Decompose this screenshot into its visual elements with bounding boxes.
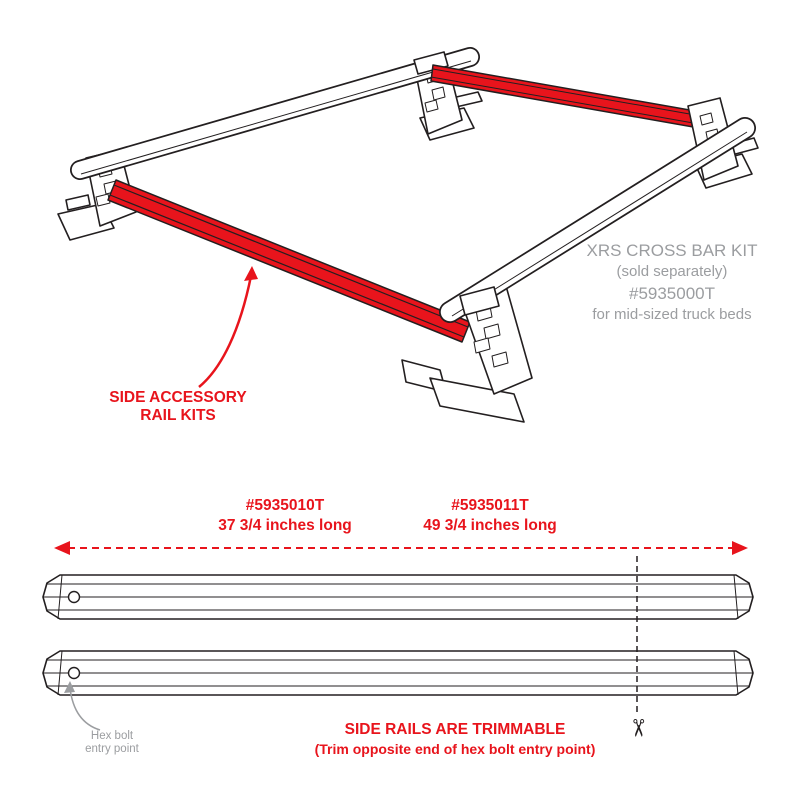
trimmable-note-line1: SIDE RAILS ARE TRIMMABLE — [345, 721, 566, 738]
tower-foot — [429, 377, 525, 423]
tower-front-left — [57, 149, 137, 241]
rail-short-part-number: #5935010T — [246, 497, 325, 514]
rack-illustration — [57, 47, 759, 423]
cutout-hole — [95, 193, 111, 207]
dimension-arrow — [54, 541, 748, 555]
trimmable-note-line2: (Trim opposite end of hex bolt entry poi… — [315, 741, 596, 757]
side-rail-profile-bottom — [42, 650, 754, 696]
side-rail-callout-line2: RAIL KITS — [140, 407, 216, 424]
side-rail-callout-line1: SIDE ACCESSORY — [109, 389, 247, 406]
crossbar-clamp — [413, 51, 449, 75]
rail-short-length: 37 3/4 inches long — [218, 517, 352, 534]
crossbar-note-part-number: #5935000T — [629, 284, 715, 303]
rail-long-part-number: #5935011T — [451, 497, 529, 514]
crossbar-clamp — [459, 286, 500, 316]
crossbar-front — [439, 117, 756, 323]
scissors-icon: ✂ — [624, 718, 651, 738]
hex-bolt-label-line2: entry point — [85, 743, 140, 755]
rail-long-length: 49 3/4 inches long — [423, 517, 557, 534]
hex-bolt-label-line1: Hex bolt — [91, 730, 134, 742]
side-rail-profile-top — [42, 574, 754, 620]
cutout-hole — [699, 112, 714, 126]
crossbar-rear — [70, 47, 480, 180]
callout-arrow — [198, 266, 258, 388]
crossbar-note-fitment: for mid-sized truck beds — [592, 306, 751, 323]
crossbar-note-sold-separately: (sold separately) — [617, 263, 728, 280]
hex-bolt-callout-arrow — [64, 681, 101, 731]
cutout-hole — [431, 86, 446, 101]
cutout-hole — [491, 351, 509, 368]
crossbar-note-title: XRS CROSS BAR KIT — [587, 241, 758, 260]
cutout-hole — [424, 99, 439, 113]
tower-bracket — [65, 194, 91, 211]
cutout-hole — [483, 323, 501, 340]
cutout-hole — [473, 337, 491, 354]
side-rail-long-red — [107, 179, 471, 343]
